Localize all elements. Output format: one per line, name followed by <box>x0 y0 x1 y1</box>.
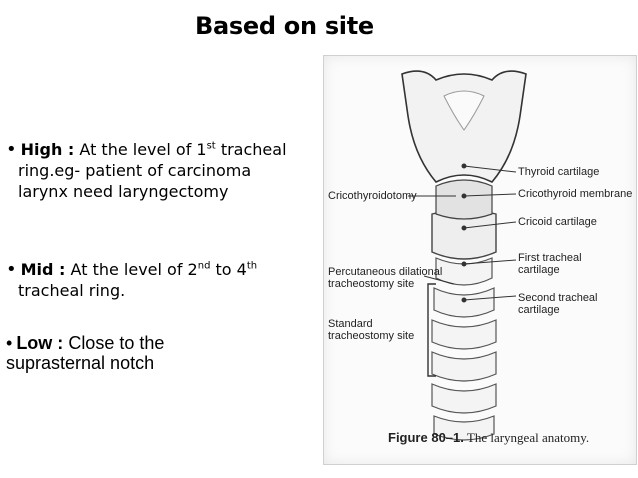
bullet-line: ring.eg- patient of carcinoma <box>18 161 252 180</box>
bullet-dot: • <box>6 139 17 160</box>
bullet-key: Low : <box>16 333 64 353</box>
bullet-dot: • <box>6 259 17 280</box>
larynx-illustration <box>401 70 527 441</box>
label-cricothyroidotomy: Cricothyroidotomy <box>328 190 417 202</box>
figure-caption: Figure 80–1. The laryngeal anatomy. <box>388 430 590 445</box>
label-percutaneous-site: Percutaneous dilational tracheostomy sit… <box>328 266 443 290</box>
bullet-high: •High : At the level of 1st tracheal rin… <box>6 139 324 202</box>
tracheal-rings <box>431 257 497 441</box>
bullet-key: High : <box>20 140 75 159</box>
bullet-line: larynx need laryngectomy <box>18 182 229 201</box>
slide-title: Based on site <box>195 12 374 40</box>
label-first-tracheal: First tracheal cartilage <box>518 252 582 276</box>
bullet-dot: • <box>6 333 13 353</box>
bullet-line: suprasternal notch <box>6 353 155 373</box>
label-cricothyroid-membrane: Cricothyroid membrane <box>518 188 633 200</box>
cricothyroid-membrane-shape <box>435 179 493 220</box>
bullet-key: Mid : <box>20 260 66 279</box>
laryngeal-anatomy-figure: Thyroid cartilage Cricothyroid membrane … <box>323 55 637 465</box>
leader-lines <box>408 163 517 303</box>
bullet-line: tracheal ring. <box>18 281 126 300</box>
label-thyroid-cartilage: Thyroid cartilage <box>518 166 600 178</box>
label-cricoid-cartilage: Cricoid cartilage <box>518 216 597 228</box>
label-second-tracheal: Second tracheal cartilage <box>518 292 598 316</box>
bullet-low: •Low : Close to the suprasternal notch <box>6 333 324 373</box>
bullet-mid: •Mid : At the level of 2nd to 4th trache… <box>6 259 324 301</box>
label-standard-site: Standard tracheostomy site <box>328 318 415 342</box>
